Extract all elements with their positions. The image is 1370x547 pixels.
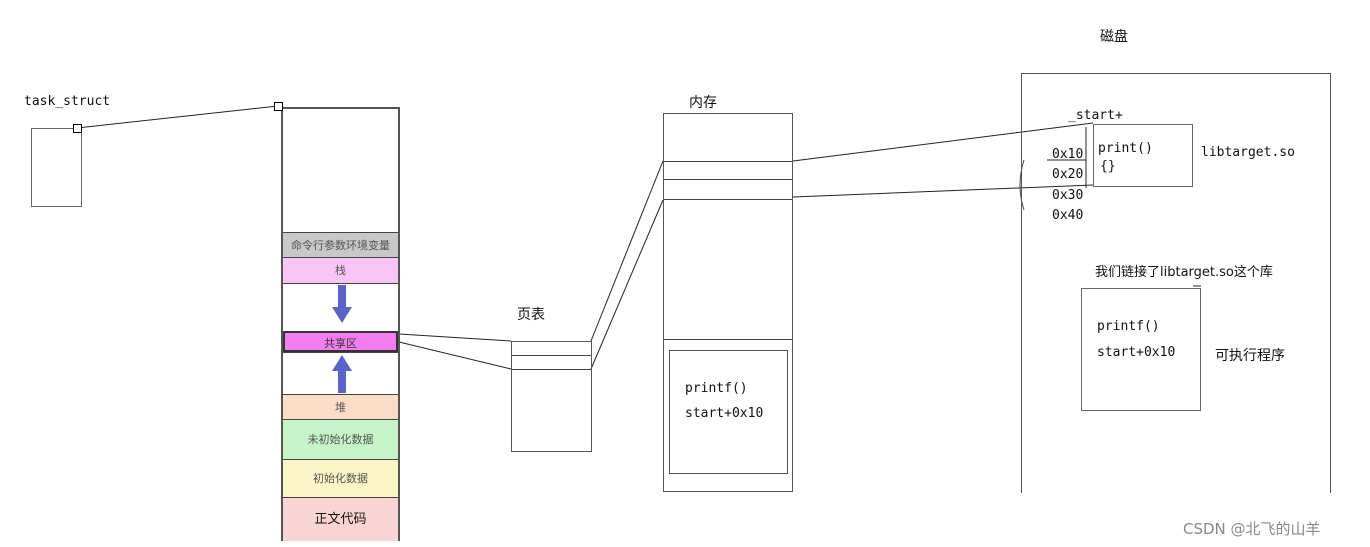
memory-to-disk-line-1 xyxy=(792,122,1094,162)
address-space-segment: 共享区 xyxy=(283,331,398,352)
stack-grow-down-arrow-icon xyxy=(332,285,352,323)
library-print-text: print() xyxy=(1098,141,1153,156)
memory-to-disk-line-2 xyxy=(792,184,1094,198)
executable-start-text: start+0x10 xyxy=(1097,345,1176,360)
page-table-entry-divider-1 xyxy=(512,355,591,356)
disk-box xyxy=(1021,73,1331,493)
disk-address-3: 0x40 xyxy=(1052,208,1084,223)
executable-box: printf() start+0x10 xyxy=(1081,288,1201,411)
executable-printf-text: printf() xyxy=(1097,319,1160,334)
library-name-label: libtarget.so xyxy=(1201,145,1295,160)
shared-to-pagetable-line-1 xyxy=(398,333,512,342)
library-box: print() {} xyxy=(1093,124,1193,187)
disk-address-2: 0x30 xyxy=(1052,188,1084,203)
address-space-segment: 命令行参数环境变量 xyxy=(283,232,398,257)
address-space-box: 命令行参数环境变量栈共享区堆未初始化数据初始化数据正文代码 xyxy=(281,107,400,541)
page-table-box xyxy=(511,341,592,452)
page-table-entry-divider-2 xyxy=(512,369,591,370)
executable-label: 可执行程序 xyxy=(1215,348,1285,364)
pagetable-to-memory-line-1 xyxy=(590,160,664,342)
address-space-segment: 初始化数据 xyxy=(283,459,398,497)
memory-row-divider-3 xyxy=(664,199,792,200)
address-space-segment: 堆 xyxy=(283,394,398,419)
memory-row-divider-2 xyxy=(664,179,792,180)
link-note: 我们链接了libtarget.so这个库 xyxy=(1095,265,1273,280)
memory-row-divider-4 xyxy=(664,339,792,340)
task-struct-box xyxy=(31,128,82,207)
task-struct-pointer-handle xyxy=(73,124,82,133)
address-space-pointer-handle xyxy=(274,102,283,111)
memory-label: 内存 xyxy=(689,95,717,111)
address-space-segment: 正文代码 xyxy=(283,497,398,541)
disk-label: 磁盘 xyxy=(1100,29,1128,45)
task-to-mm-line xyxy=(76,105,279,129)
disk-start-label: _start+ xyxy=(1068,108,1123,123)
task-struct-label: task_struct xyxy=(24,94,111,109)
disk-address-0: 0x10 xyxy=(1052,147,1084,162)
address-space-segment: 未初始化数据 xyxy=(283,419,398,459)
pagetable-to-memory-line-2 xyxy=(590,199,664,370)
memory-start-text: start+0x10 xyxy=(685,406,764,421)
library-braces-text: {} xyxy=(1100,159,1116,174)
disk-brace-mark xyxy=(1019,159,1025,211)
memory-printf-text: printf() xyxy=(685,381,748,396)
shared-to-pagetable-line-2 xyxy=(398,341,512,370)
watermark: CSDN @北飞的山羊 xyxy=(1183,520,1321,538)
address-space-segment: 栈 xyxy=(283,257,398,283)
disk-address-1: 0x20 xyxy=(1052,167,1084,182)
memory-box: printf() start+0x10 xyxy=(663,113,793,492)
page-table-label: 页表 xyxy=(517,307,545,323)
memory-program-block: printf() start+0x10 xyxy=(669,350,788,474)
heap-grow-up-arrow-icon xyxy=(332,355,352,393)
memory-row-divider-1 xyxy=(664,161,792,162)
